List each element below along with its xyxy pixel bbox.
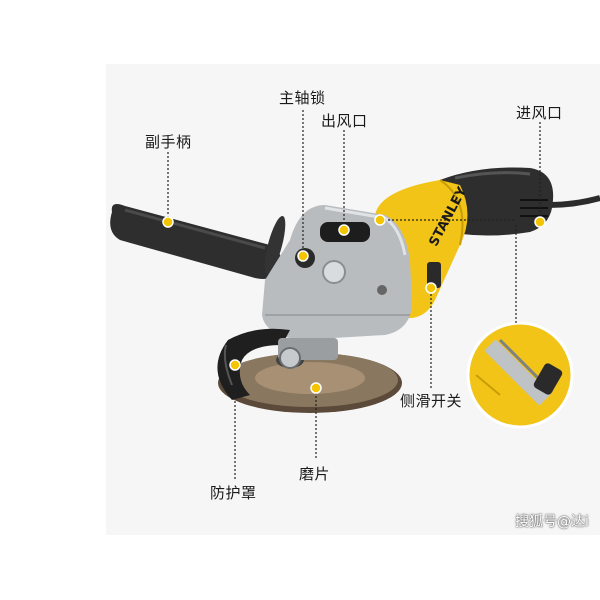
rear-grip [440, 167, 554, 236]
spindle [278, 338, 338, 369]
label-air-inlet: 进风口 [516, 104, 563, 122]
slide-switch [427, 262, 441, 288]
marker-inset-origin [374, 214, 386, 226]
label-guard: 防护罩 [210, 484, 257, 502]
marker-side-handle [162, 216, 174, 228]
label-disc: 磨片 [299, 465, 331, 483]
leader-lines [167, 110, 541, 480]
power-cord [547, 195, 600, 208]
marker-side-slide-switch [425, 282, 437, 294]
label-air-outlet: 出风口 [321, 112, 368, 130]
watermark: 搜狐号@达i [515, 514, 589, 530]
side-handle [110, 204, 286, 279]
marker-air-outlet [338, 224, 350, 236]
switch-detail-inset [466, 321, 574, 429]
label-main-shaft-lock: 主轴锁 [279, 89, 326, 107]
marker-guard [229, 359, 241, 371]
marker-main-shaft-lock [297, 250, 309, 262]
gear-housing [262, 205, 412, 340]
marker-disc [310, 382, 322, 394]
label-side-slide-switch: 侧滑开关 [400, 392, 463, 410]
grinding-disc [218, 352, 402, 413]
marker-air-inlet [534, 216, 546, 228]
callout-markers [162, 214, 546, 394]
label-side-handle: 副手柄 [145, 133, 192, 151]
